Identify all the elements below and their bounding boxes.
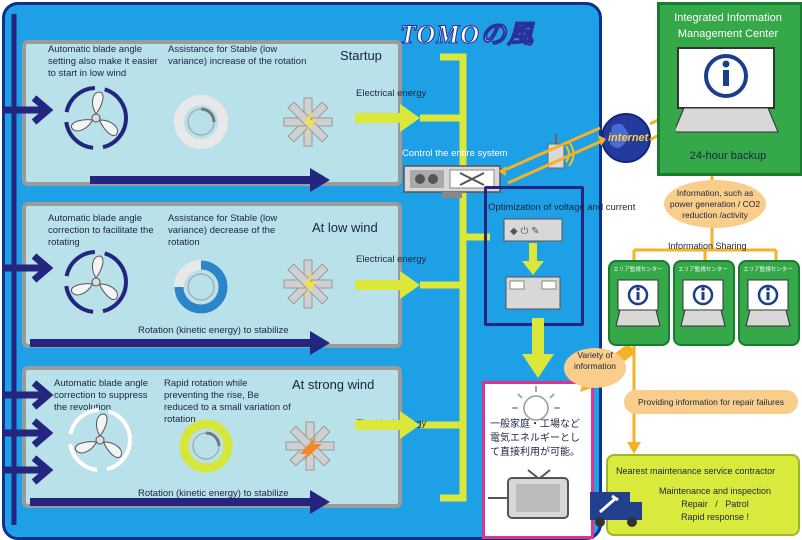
maintenance-box	[606, 454, 800, 536]
generator-icon	[283, 97, 333, 147]
info-bubble	[664, 180, 766, 228]
assist-text: Assistance for Stable (low variance) inc…	[168, 44, 307, 67]
mode-label: At strong wind	[292, 377, 375, 392]
tv-icon	[488, 469, 569, 519]
rotation-label: Rotation (kinetic energy) to stabilize	[138, 325, 289, 336]
turbine-blade-icon	[68, 408, 132, 472]
assist-text: Rapid rotation while preventing the rise…	[164, 378, 291, 425]
mode-label: At low wind	[312, 220, 378, 235]
generator-icon	[285, 421, 335, 471]
rotation-icon	[179, 419, 233, 473]
energy-arrow-icon	[355, 271, 420, 299]
maintenance-title: Nearest maintenance service contractor	[616, 466, 776, 476]
info-bubble-text: Information, such as power generation / …	[669, 188, 761, 220]
service-truck-icon	[590, 492, 642, 527]
energy-arrow-icon	[355, 104, 420, 132]
energy-label: Electrical energy	[356, 254, 427, 265]
energy-arrow-icon	[355, 411, 420, 439]
center-title: Integrated Information Management Center	[674, 12, 782, 40]
wind-arrow-icon	[2, 380, 54, 410]
light-bulb-icon	[512, 386, 560, 421]
maintenance-line: Repair / Patrol	[681, 499, 749, 509]
energy-label: Electrical energy	[356, 88, 427, 99]
energy-to-home-arrow	[522, 318, 554, 378]
variety-bubble	[564, 348, 626, 388]
control-device	[403, 165, 501, 198]
blade-text: Automatic blade angle setting also make …	[48, 44, 158, 79]
control-label: Control the entire system	[402, 148, 508, 159]
sharing-label: Information Sharing	[668, 241, 747, 251]
blade-text: Automatic blade angle correction to faci…	[48, 213, 154, 248]
page-title: TOMOの風	[399, 20, 535, 50]
internet-label: internet	[608, 132, 649, 144]
turbine-blade-icon	[64, 86, 128, 150]
area-center-label: エリア監視センター	[613, 267, 663, 273]
optimization-devices: ◆ ⏻ ✎	[503, 218, 563, 310]
rotation-icon	[174, 95, 228, 149]
rotation-icon	[174, 260, 228, 314]
center-monitor-icon	[676, 47, 779, 133]
center-backup: 24-hour backup	[689, 150, 767, 162]
svg-text:◆ ⏻ ✎: ◆ ⏻ ✎	[510, 226, 540, 237]
wind-arrow-icon	[2, 418, 54, 448]
area-center-label: エリア監視センター	[678, 267, 728, 273]
blade-text: Automatic blade angle correction to supp…	[54, 378, 149, 413]
assist-text: Assistance for Stable (low variance) dec…	[168, 213, 278, 248]
wind-arrow-icon	[2, 253, 54, 283]
turbine-blade-icon	[64, 250, 128, 314]
repair-label: Providing information for repair failure…	[638, 397, 784, 407]
rotation-label: Rotation (kinetic energy) to stabilize	[138, 488, 289, 499]
maintenance-line: Rapid response !	[680, 512, 750, 522]
wind-arrow-icon	[2, 455, 54, 485]
variety-label: Variety of information	[573, 350, 617, 371]
wind-arrow-icon	[2, 95, 54, 125]
area-center-label: エリア監視センター	[743, 267, 793, 273]
optimization-label: Optimization of voltage and current	[488, 202, 636, 213]
maintenance-line: Maintenance and inspection	[658, 486, 772, 496]
generator-icon	[283, 259, 333, 309]
area-monitor-icons	[615, 279, 791, 327]
home-text: 一般家庭・工場など電気エネルギーとして直接利用が可能。	[490, 419, 580, 458]
repair-bubble	[624, 390, 798, 414]
mode-label: Startup	[340, 48, 382, 63]
